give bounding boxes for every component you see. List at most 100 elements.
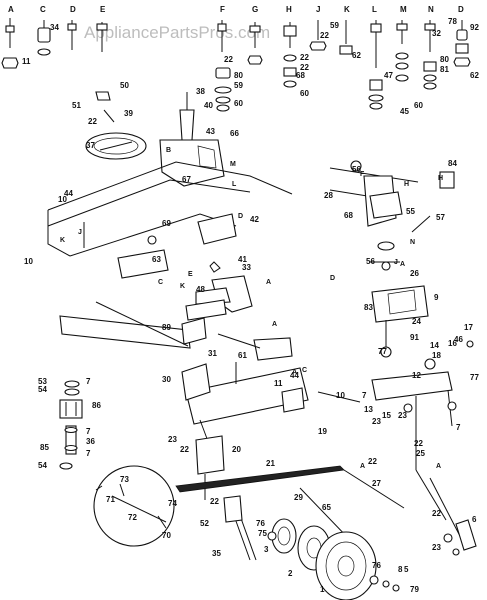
part-callout-33: 33 <box>242 263 251 272</box>
part-callout-7: 7 <box>86 377 91 386</box>
part-callout-50: 50 <box>120 81 129 90</box>
part-callout-53: 53 <box>38 377 47 386</box>
part-callout-59: 59 <box>330 21 339 30</box>
hardware-letter-f: F <box>220 5 225 14</box>
part-callout-75: 75 <box>258 529 267 538</box>
wheel-assembly <box>267 518 400 600</box>
part-callout-21: 21 <box>266 459 275 468</box>
part-callout-54: 54 <box>38 385 47 394</box>
part-callout-24: 24 <box>412 317 421 326</box>
part-callout-39: 39 <box>124 109 133 118</box>
part-callout-89: 89 <box>162 323 171 332</box>
part-callout-86: 86 <box>92 401 101 410</box>
part-callout-15: 15 <box>382 411 391 420</box>
reference-letter-j: J <box>394 259 398 266</box>
part-callout-83: 83 <box>364 303 373 312</box>
part-callout-71: 71 <box>106 495 115 504</box>
reference-letter-m: M <box>230 161 236 168</box>
spindle-assembly <box>415 469 477 556</box>
part-callout-22: 22 <box>368 457 377 466</box>
part-callout-35: 35 <box>212 549 221 558</box>
part-callout-68: 68 <box>296 71 305 80</box>
part-callout-68: 68 <box>344 211 353 220</box>
reference-letter-e: E <box>188 271 193 278</box>
hardware-letter-h: H <box>286 5 292 14</box>
left-hardware-stack <box>59 380 83 470</box>
part-callout-16: 16 <box>448 339 457 348</box>
part-callout-65: 65 <box>322 503 331 512</box>
part-callout-23: 23 <box>372 417 381 426</box>
part-callout-26: 26 <box>410 269 419 278</box>
part-callout-41: 41 <box>238 255 247 264</box>
part-callout-62: 62 <box>352 51 361 60</box>
reference-letter-h: H <box>404 181 409 188</box>
part-callout-37: 37 <box>86 141 95 150</box>
part-callout-73: 73 <box>120 475 129 484</box>
part-callout-10: 10 <box>24 257 33 266</box>
part-callout-78: 78 <box>448 17 457 26</box>
part-callout-34: 34 <box>50 23 59 32</box>
reference-letter-n: N <box>410 239 415 246</box>
reference-letter-a: A <box>360 463 365 470</box>
part-callout-2: 2 <box>288 569 293 578</box>
steering-column <box>195 435 257 561</box>
part-callout-22: 22 <box>88 117 97 126</box>
hardware-letter-k: K <box>344 5 350 14</box>
part-callout-23: 23 <box>168 435 177 444</box>
hardware-letter-l: L <box>372 5 377 14</box>
part-callout-19: 19 <box>318 427 327 436</box>
part-callout-70: 70 <box>162 531 171 540</box>
reference-letter-a: A <box>272 321 277 328</box>
part-callout-23: 23 <box>432 543 441 552</box>
part-callout-92: 92 <box>470 23 479 32</box>
pivot-bracket-assembly <box>350 160 455 271</box>
part-callout-11: 11 <box>22 57 31 66</box>
part-callout-55: 55 <box>406 207 415 216</box>
part-callout-46: 46 <box>454 335 463 344</box>
part-callout-60: 60 <box>300 89 309 98</box>
part-callout-28: 28 <box>324 191 333 200</box>
part-callout-10: 10 <box>58 195 67 204</box>
part-callout-62: 62 <box>470 71 479 80</box>
reference-letter-c: C <box>158 279 163 286</box>
hardware-row <box>1 18 471 112</box>
part-callout-18: 18 <box>432 351 441 360</box>
hardware-letter-n: N <box>428 5 434 14</box>
detail-inset <box>93 465 175 547</box>
part-callout-48: 48 <box>196 285 205 294</box>
part-callout-51: 51 <box>72 101 81 110</box>
watermark-text: AppliancePartsPros.com <box>84 23 270 42</box>
part-callout-11: 11 <box>274 379 283 388</box>
part-callout-52: 52 <box>200 519 209 528</box>
part-callout-22: 22 <box>432 509 441 518</box>
part-callout-5: 5 <box>404 565 409 574</box>
part-callout-27: 27 <box>372 479 381 488</box>
part-callout-91: 91 <box>410 333 419 342</box>
steering-assembly <box>85 91 225 187</box>
part-callout-6: 6 <box>472 515 477 524</box>
part-callout-22: 22 <box>300 63 309 72</box>
part-callout-69: 69 <box>162 219 171 228</box>
reference-letter-k: K <box>180 283 185 290</box>
part-callout-36: 36 <box>86 437 95 446</box>
part-callout-7: 7 <box>362 391 367 400</box>
hardware-letter-m: M <box>400 5 407 14</box>
part-callout-25: 25 <box>416 449 425 458</box>
part-callout-22: 22 <box>210 497 219 506</box>
part-callout-56: 56 <box>352 165 361 174</box>
part-callout-45: 45 <box>400 107 409 116</box>
part-callout-85: 85 <box>40 443 49 452</box>
lift-arm-assembly <box>371 285 474 470</box>
part-callout-10: 10 <box>336 391 345 400</box>
part-callout-43: 43 <box>206 127 215 136</box>
part-callout-57: 57 <box>436 213 445 222</box>
part-callout-14: 14 <box>430 341 439 350</box>
part-callout-7: 7 <box>86 427 91 436</box>
part-callout-3: 3 <box>264 545 269 554</box>
part-callout-23: 23 <box>398 411 407 420</box>
part-callout-44: 44 <box>290 371 299 380</box>
part-callout-22: 22 <box>224 55 233 64</box>
reference-letter-k: K <box>60 237 65 244</box>
hardware-letter-d: D <box>458 5 464 14</box>
